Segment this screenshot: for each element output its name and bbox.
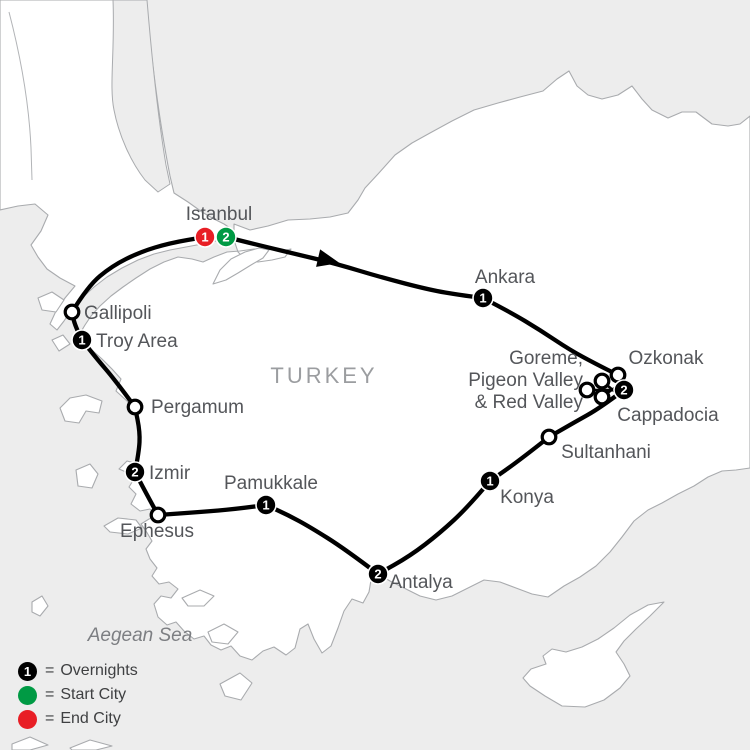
city-label-ankara: Ankara (475, 267, 536, 288)
stop-marker-konya: 1 (479, 470, 501, 492)
stop-marker-goreme-pigeon-valley-red-valley (593, 372, 611, 390)
island (37, 291, 65, 313)
city-label-istanbul: Istanbul (186, 204, 253, 225)
stop-marker-antalya: 2 (367, 563, 389, 585)
start-circle-icon (216, 227, 236, 247)
island (207, 623, 239, 645)
island (51, 334, 71, 352)
route-line (375, 478, 493, 577)
legend-label-overnights: Overnights (60, 662, 138, 679)
city-label-konya: Konya (500, 487, 554, 508)
marker-number: 2 (131, 465, 138, 480)
route-line (480, 295, 621, 378)
city-label-sultanhani: Sultanhani (561, 442, 651, 463)
route-line (132, 404, 142, 475)
city-label-antalya: Antalya (389, 572, 453, 593)
stop-marker-ankara: 1 (472, 287, 494, 309)
overnight-circle-icon (368, 564, 388, 584)
country-label: TURKEY (270, 363, 377, 388)
marker-number: 1 (262, 498, 269, 513)
legend-equals: = (45, 686, 55, 703)
overnight-circle-icon (480, 471, 500, 491)
stop-marker-pamukkale: 1 (255, 494, 277, 516)
stop-marker-pergamum (126, 398, 144, 416)
overnight-circle-icon (256, 495, 276, 515)
visit-circle-icon (578, 381, 596, 399)
cyprus-island (522, 601, 665, 708)
city-label-cappadocia: Cappadocia (617, 405, 719, 426)
city-label-pergamum: Pergamum (151, 397, 244, 418)
visit-circle-icon (149, 506, 167, 524)
island (31, 595, 49, 617)
legend-equals: = (45, 710, 55, 727)
overnight-marker-icon: 1 (18, 661, 37, 681)
visit-circle-icon (593, 372, 611, 390)
stop-marker-sultanhani (540, 428, 558, 446)
island (75, 463, 99, 489)
island (181, 589, 215, 607)
marker-number: 1 (486, 474, 493, 489)
route-line (263, 502, 381, 577)
marker-number: 1 (78, 333, 85, 348)
stop-marker-ephesus (149, 506, 167, 524)
legend-row-end-city: = End City (18, 707, 138, 731)
legend-row-start-city: = Start City (18, 683, 138, 707)
city-label-ozkonak: Ozkonak (629, 348, 704, 369)
island (11, 736, 49, 750)
visit-circle-icon (593, 388, 611, 406)
marker-number: 1 (479, 291, 486, 306)
route-direction-arrow-icon (316, 249, 340, 267)
marker-number: 2 (620, 383, 627, 398)
stop-marker-troy-area: 1 (71, 329, 93, 351)
visit-circle-icon (540, 428, 558, 446)
marker-number: 2 (222, 230, 229, 245)
sea-label: Aegean Sea (87, 625, 193, 646)
visit-circle-icon (63, 303, 81, 321)
marker-number: 1 (201, 230, 208, 245)
legend-equals: = (45, 662, 55, 679)
stop-marker-istanbul: 2 (215, 226, 237, 248)
overnight-circle-icon (614, 380, 634, 400)
city-label-izmir: Izmir (149, 463, 191, 484)
island (103, 517, 143, 535)
stop-marker-izmir: 2 (124, 461, 146, 483)
stop-marker-goreme-pigeon-valley-red-valley (578, 381, 596, 399)
country-border (8, 11, 33, 181)
stop-marker-gallipoli (63, 303, 81, 321)
route-line (155, 502, 269, 518)
island (219, 672, 253, 701)
city-label-troy-area: Troy Area (96, 331, 178, 352)
overnight-circle-icon (473, 288, 493, 308)
legend-label-start-city: Start City (60, 686, 127, 703)
balkan-border-region (111, 0, 171, 193)
end-circle-icon (195, 227, 215, 247)
map-legend: 1 = Overnights = Start City = End City (18, 659, 138, 731)
city-label-goreme-pigeon-valley-red-valley: Goreme,Pigeon Valley& Red Valley (468, 348, 583, 413)
city-label-gallipoli: Gallipoli (84, 303, 152, 324)
city-label-ephesus: Ephesus (120, 521, 194, 542)
city-label-pamukkale: Pamukkale (224, 473, 318, 494)
route-line (546, 387, 627, 440)
island (59, 394, 103, 424)
legend-label-end-city: End City (60, 710, 121, 727)
overnight-circle-icon (72, 330, 92, 350)
route-line (79, 337, 138, 410)
stop-marker-istanbul: 1 (194, 226, 216, 248)
stop-marker-goreme-pigeon-valley-red-valley (593, 388, 611, 406)
route-line (223, 234, 486, 301)
legend-row-overnights: 1 = Overnights (18, 659, 138, 683)
marker-number: 2 (374, 567, 381, 582)
visit-circle-icon (126, 398, 144, 416)
route-line (69, 234, 208, 315)
start-city-marker-icon (18, 685, 37, 705)
stop-marker-cappadocia: 2 (613, 379, 635, 401)
end-city-marker-icon (18, 709, 37, 729)
marmara-peninsula (212, 247, 270, 285)
overnight-circle-icon (125, 462, 145, 482)
